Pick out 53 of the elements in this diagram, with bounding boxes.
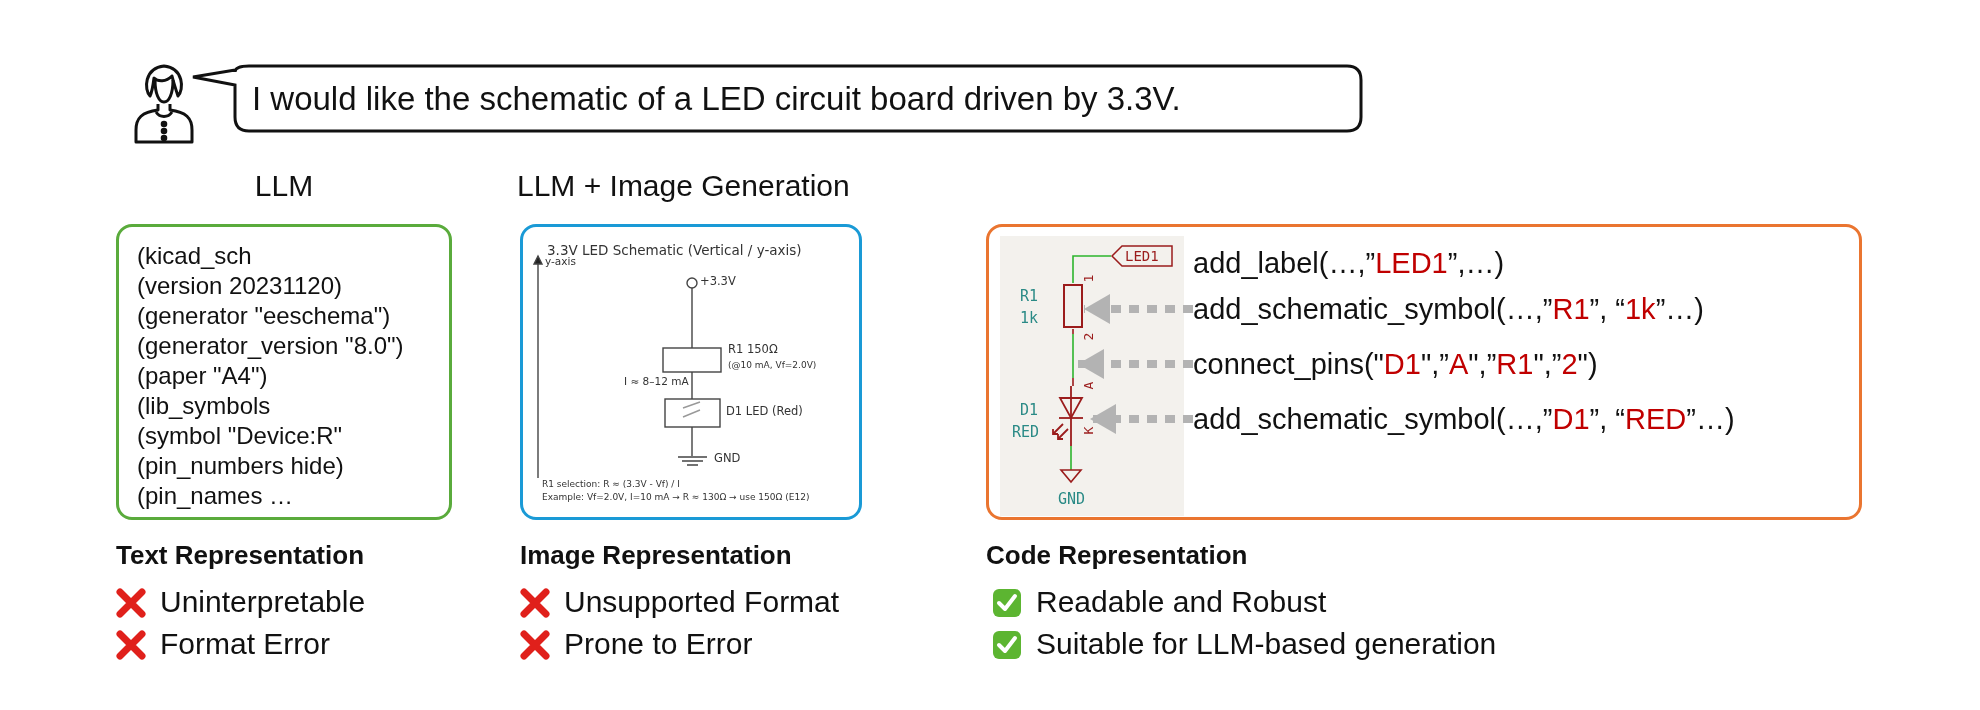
code-line: (generator "eeschema")	[137, 301, 392, 331]
code-line: (generator_version "8.0")	[137, 331, 404, 361]
image-label: GND	[714, 453, 741, 465]
pin-label: K	[1082, 426, 1096, 435]
dotted-arrow	[1078, 349, 1193, 379]
component-label: D1	[1020, 403, 1039, 418]
list-item: Readable and Robust	[1036, 587, 1327, 617]
code-line: (pin_names …	[137, 481, 295, 511]
code-line: (paper "A4")	[137, 361, 269, 391]
pin-label: 1	[1082, 274, 1096, 283]
list-item: Uninterpretable	[160, 587, 366, 617]
image-title: 3.3V LED Schematic (Vertical / y-axis)	[547, 244, 802, 258]
list-item: Unsupported Format	[564, 587, 840, 617]
code-line: add_label(…,”LED1”,…)	[1193, 245, 1505, 281]
speech-bubble	[190, 64, 1363, 133]
code-line: add_schematic_symbol(…,”D1”, “RED”…)	[1193, 401, 1735, 437]
section-heading: Code Representation	[986, 542, 1248, 568]
wire	[1072, 255, 1112, 284]
image-label: D1 LED (Red)	[726, 406, 803, 418]
image-note: (@10 mA, Vf=2.0V)	[728, 361, 817, 370]
net-label: LED1	[1125, 248, 1159, 264]
section-heading: Image Representation	[520, 542, 792, 568]
code-line: (version 20231120)	[137, 271, 344, 301]
component-label: RED	[1012, 425, 1040, 440]
image-annotation: I ≈ 8–12 mA	[624, 376, 689, 387]
pin-label: A	[1082, 381, 1096, 390]
net-label-flag	[1111, 245, 1173, 267]
resistor-symbol	[1062, 283, 1084, 329]
component-label: 1k	[1020, 311, 1039, 326]
panel-heading: LLM + Image Generation	[517, 169, 850, 203]
speech-text: I would like the schematic of a LED circuit board driven by 3.3V.	[252, 79, 1181, 118]
code-panel	[986, 224, 1862, 520]
image-annotation: y-axis	[545, 256, 576, 267]
pin-label: 2	[1082, 332, 1096, 341]
panel-heading: LLM	[253, 169, 315, 203]
dotted-arrow	[1090, 404, 1193, 434]
list-item: Prone to Error	[564, 629, 753, 659]
code-line: connect_pins("D1",”A",”R1",”2")	[1193, 346, 1598, 382]
dotted-arrow	[1084, 294, 1193, 324]
code-line: (kicad_sch	[137, 241, 253, 271]
list-item: Suitable for LLM-based generation	[1036, 629, 1497, 659]
code-line: add_schematic_symbol(…,”R1”, “1k”…)	[1193, 291, 1704, 327]
component-label: GND	[1058, 492, 1086, 507]
image-note: Example: Vf=2.0V, I=10 mA → R ≈ 130Ω → use 150Ω (E12)	[542, 493, 810, 502]
code-line: (lib_symbols	[137, 391, 272, 421]
code-line: (symbol "Device:R"	[137, 421, 344, 451]
image-note: R1 selection: R ≈ (3.3V - Vf) / I	[542, 480, 680, 489]
image-label: +3.3V	[700, 276, 736, 288]
code-line: (pin_numbers hide)	[137, 451, 345, 481]
image-label: R1 150Ω	[728, 344, 778, 356]
section-heading: Text Representation	[116, 542, 364, 568]
component-label: R1	[1020, 289, 1039, 304]
list-item: Format Error	[160, 629, 330, 659]
